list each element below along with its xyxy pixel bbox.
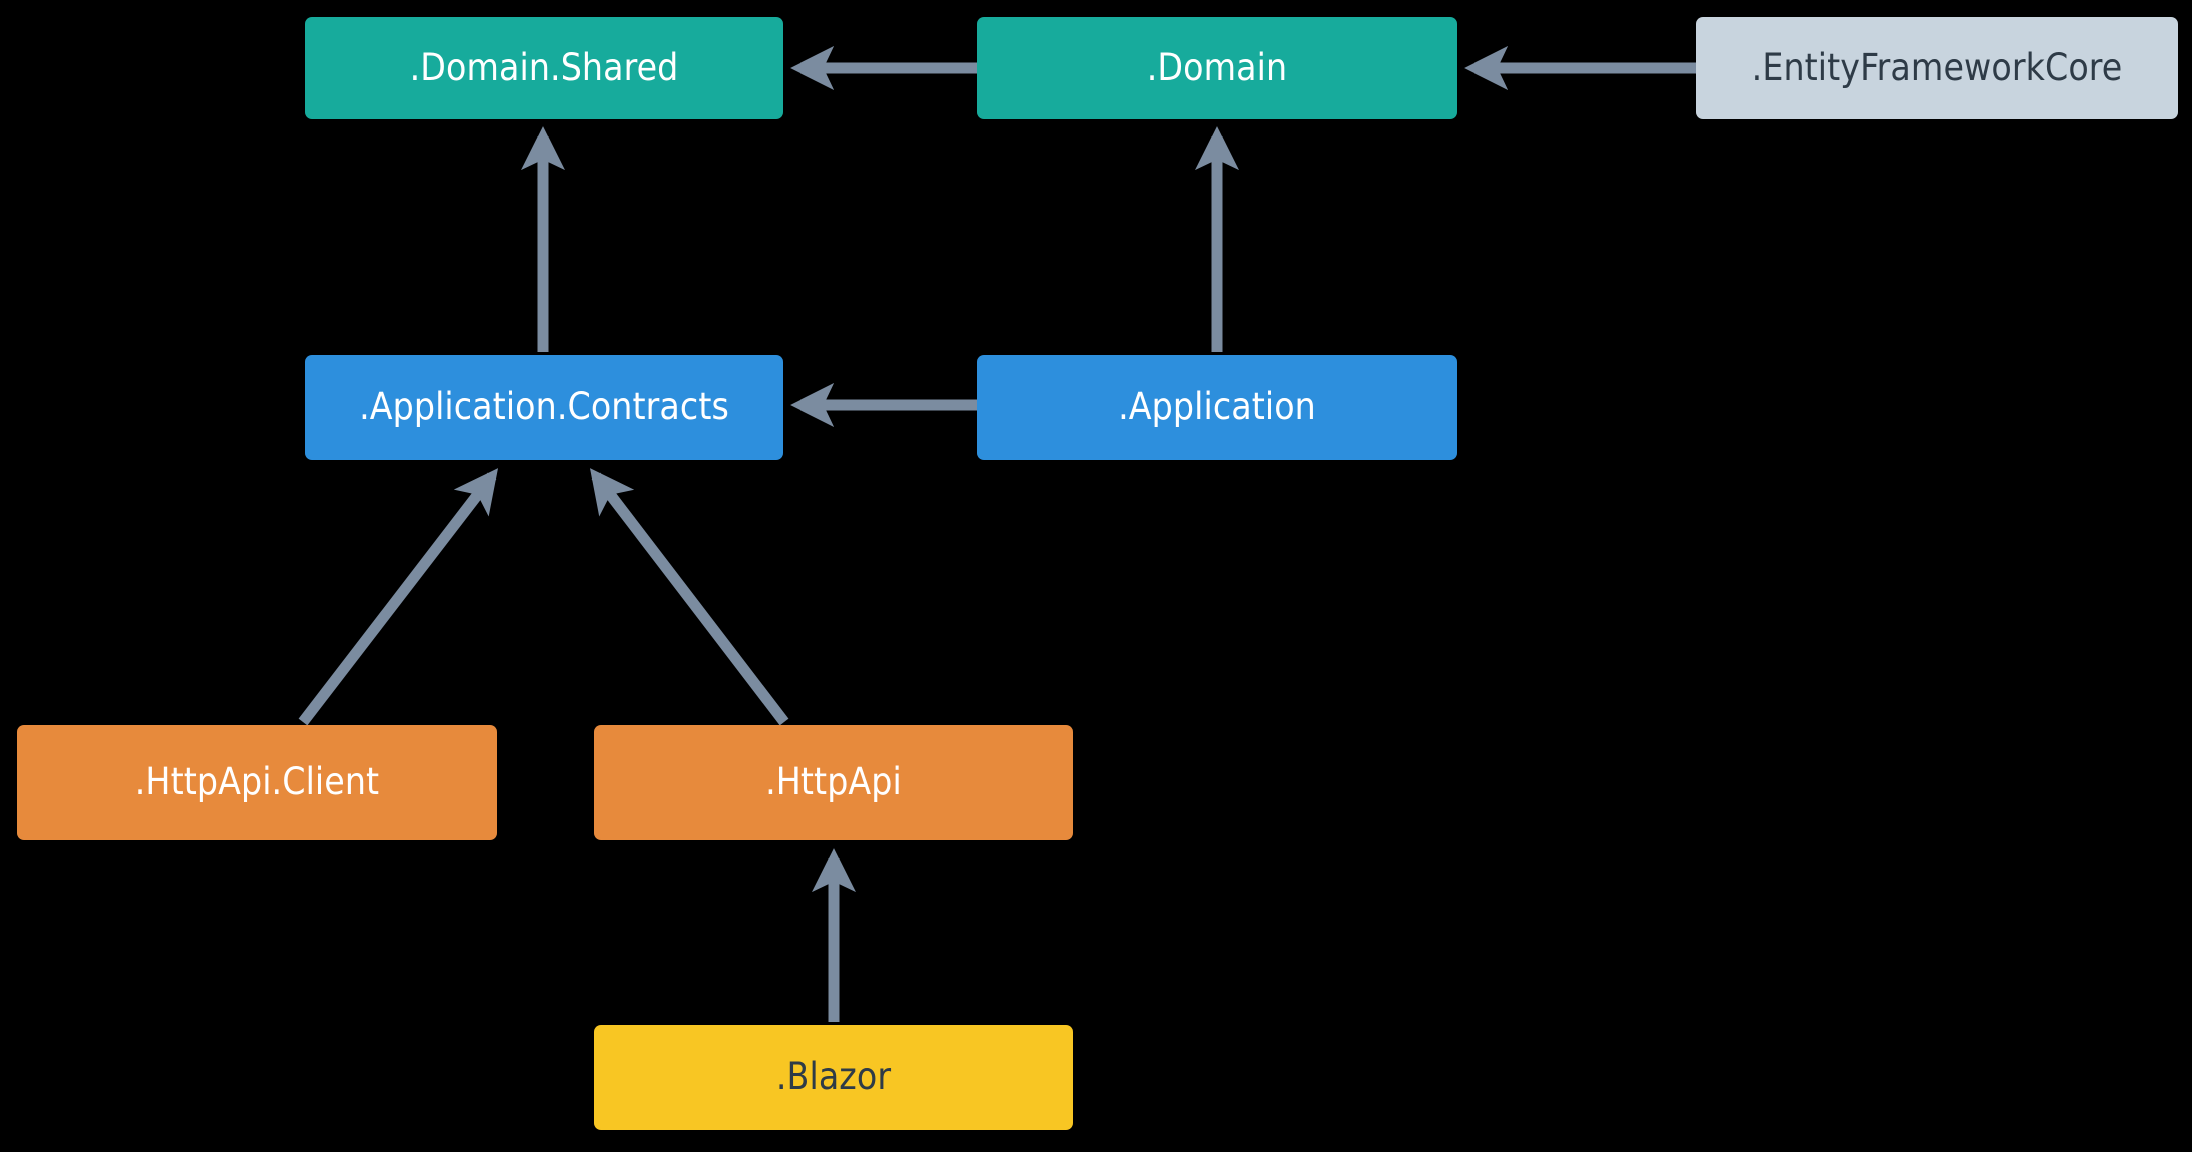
arrow-httpapi-to-application-contracts [589,468,789,726]
node-domain-shared[interactable]: .Domain.Shared [305,17,783,119]
node-httpapi-label: .HttpApi [765,760,902,804]
node-httpapi-client[interactable]: .HttpApi.Client [17,725,497,840]
node-entity-framework-core-label: .EntityFrameworkCore [1751,45,2123,89]
arrow-httpapi-client-to-application-contracts [298,468,499,726]
node-blazor[interactable]: .Blazor [594,1025,1073,1130]
node-domain-label: .Domain [1146,45,1288,89]
node-blazor-label: .Blazor [775,1055,892,1099]
node-entity-framework-core[interactable]: .EntityFrameworkCore [1696,17,2178,119]
node-httpapi-client-label: .HttpApi.Client [134,760,380,804]
node-domain-shared-label: .Domain.Shared [409,45,679,89]
node-application-label: .Application [1118,385,1316,429]
node-domain[interactable]: .Domain [977,17,1457,119]
node-httpapi[interactable]: .HttpApi [594,725,1073,840]
node-application-contracts[interactable]: .Application.Contracts [305,355,783,460]
node-application-contracts-label: .Application.Contracts [359,385,729,429]
node-application[interactable]: .Application [977,355,1457,460]
